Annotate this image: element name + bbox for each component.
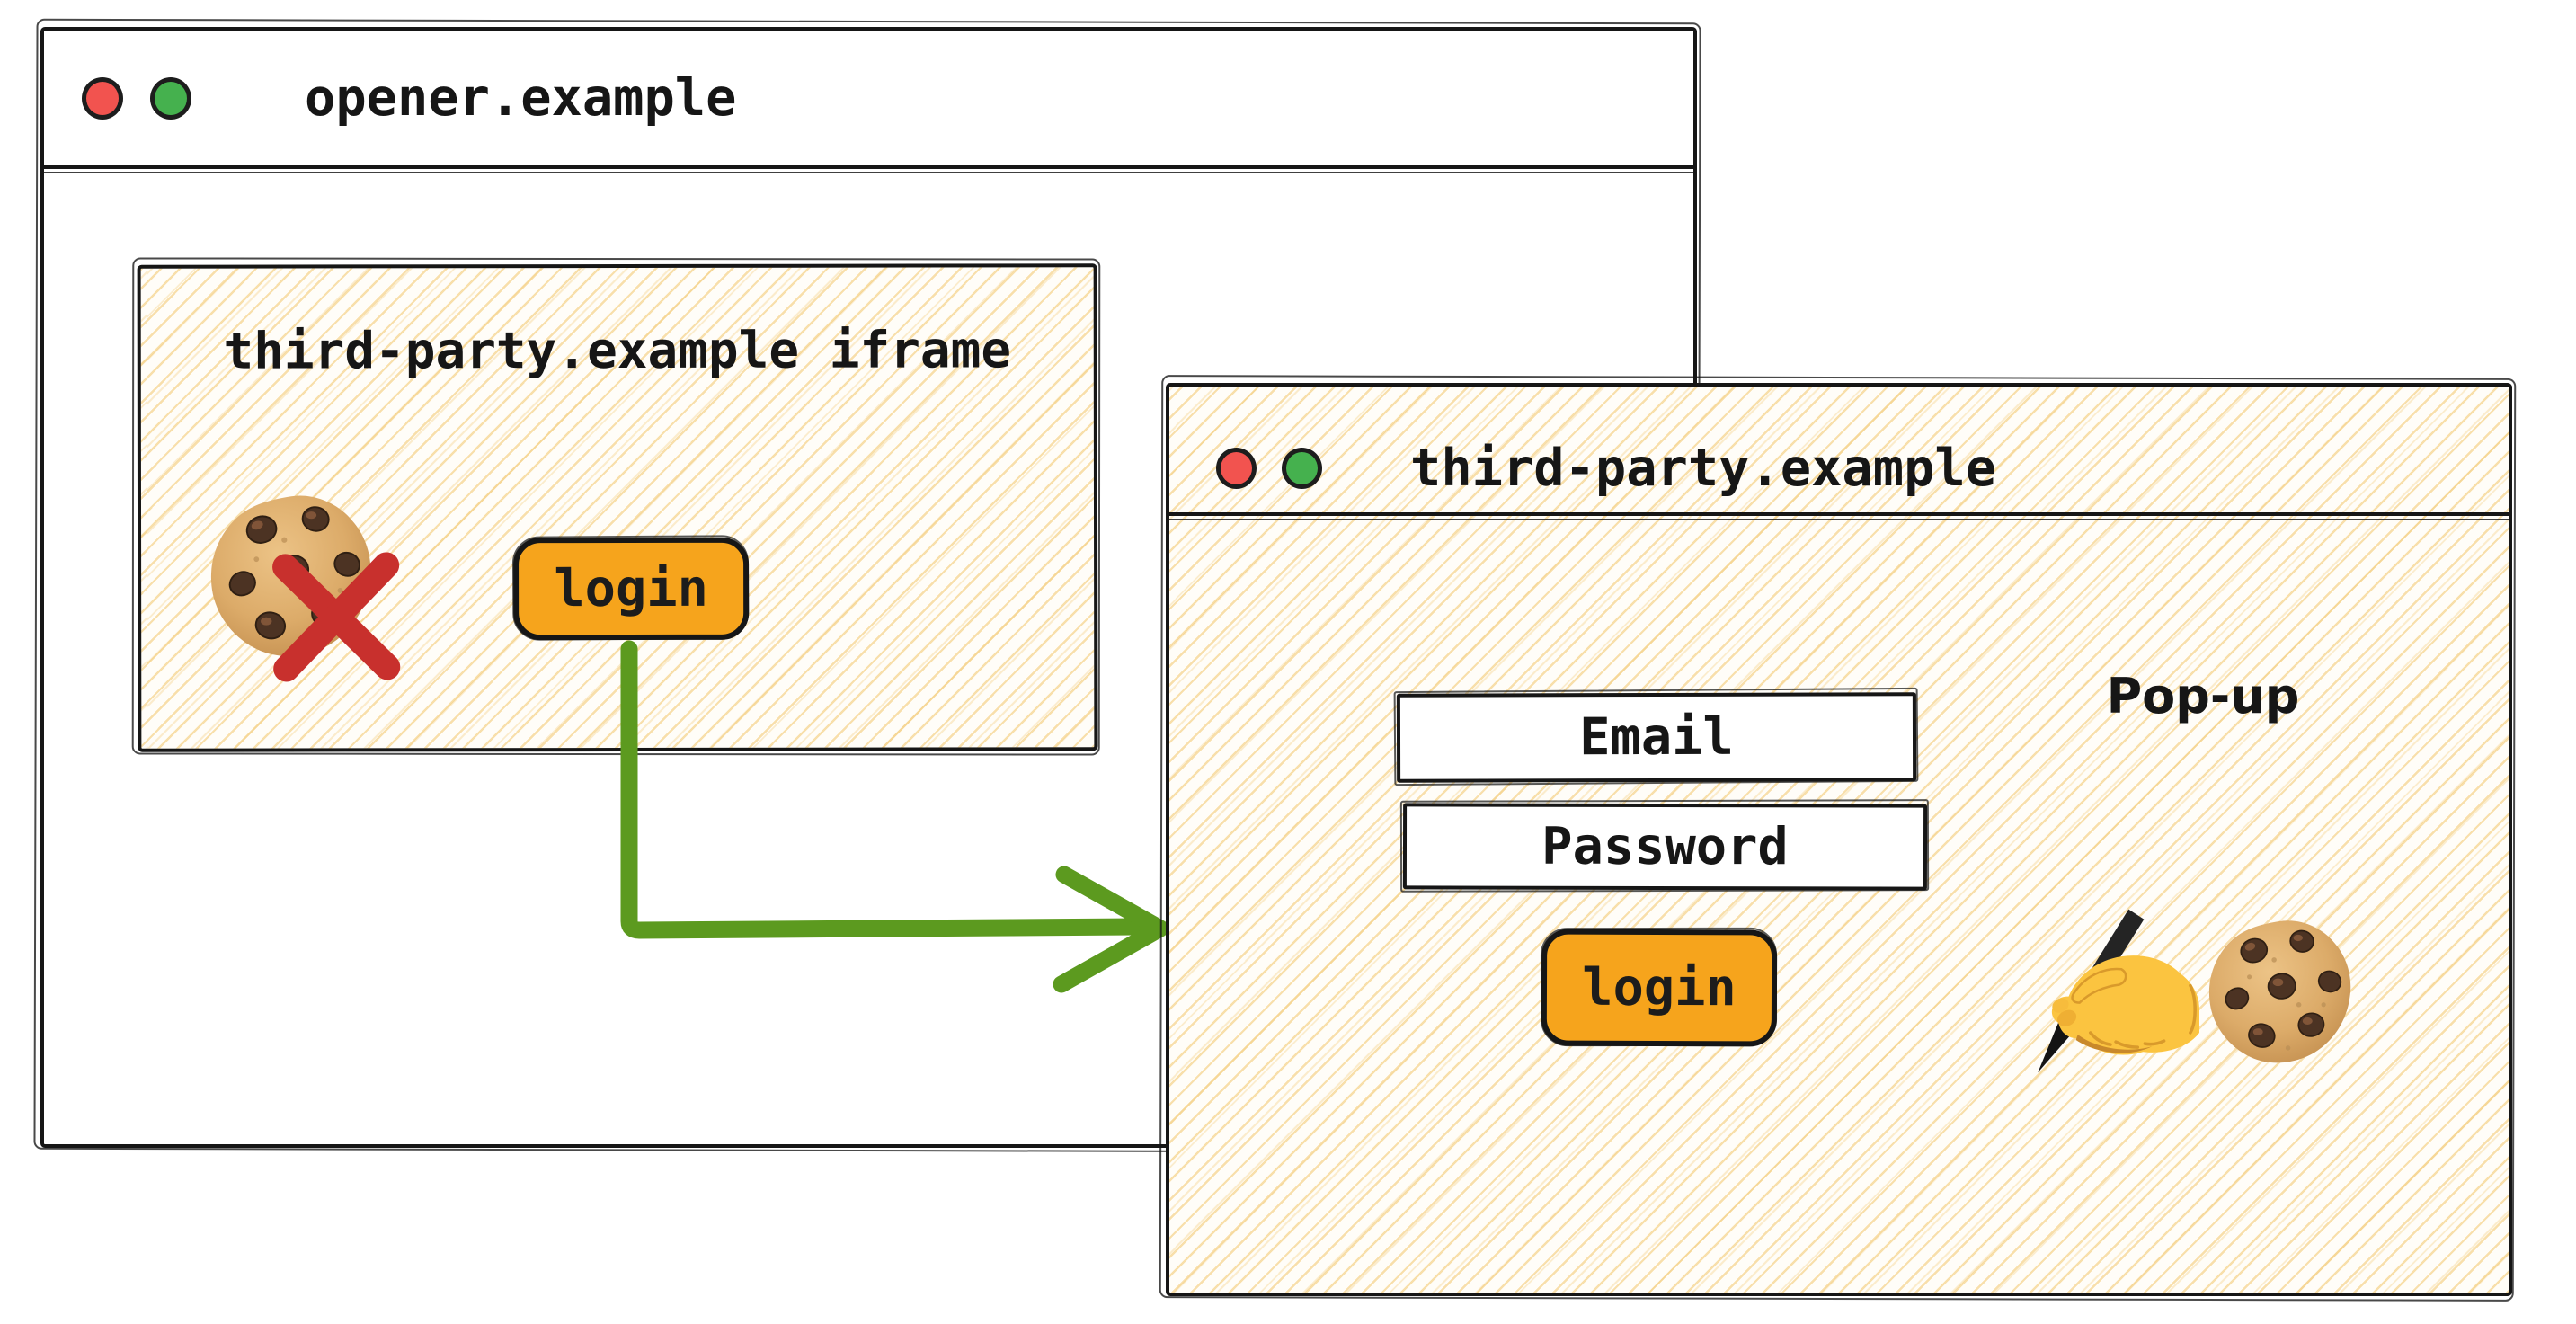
close-button[interactable] xyxy=(1216,448,1257,489)
minimize-button[interactable] xyxy=(1282,448,1322,489)
minimize-button[interactable] xyxy=(150,76,191,120)
password-input[interactable]: Password xyxy=(1402,803,1928,891)
close-button[interactable] xyxy=(82,76,123,120)
popup-window-title: third-party.example xyxy=(1410,438,1997,498)
cookie-icon xyxy=(2203,915,2358,1070)
login-to-popup-arrow xyxy=(620,640,1169,993)
opener-window-title: opener.example xyxy=(305,67,737,128)
popup-window: third-party.example Pop-up Email Passwor… xyxy=(1166,383,2512,1296)
popup-login-button[interactable]: login xyxy=(1541,929,1778,1047)
opener-titlebar: opener.example xyxy=(44,31,1693,165)
writing-hand-icon xyxy=(2020,897,2201,1081)
blocked-x-icon xyxy=(265,552,407,681)
iframe-label: third-party.example iframe xyxy=(223,321,1012,381)
titlebar-divider xyxy=(40,165,1697,173)
email-input[interactable]: Email xyxy=(1396,692,1917,783)
titlebar-divider xyxy=(1166,512,2512,520)
popup-label: Pop-up xyxy=(2106,668,2300,724)
popup-titlebar: third-party.example xyxy=(1169,387,2509,530)
